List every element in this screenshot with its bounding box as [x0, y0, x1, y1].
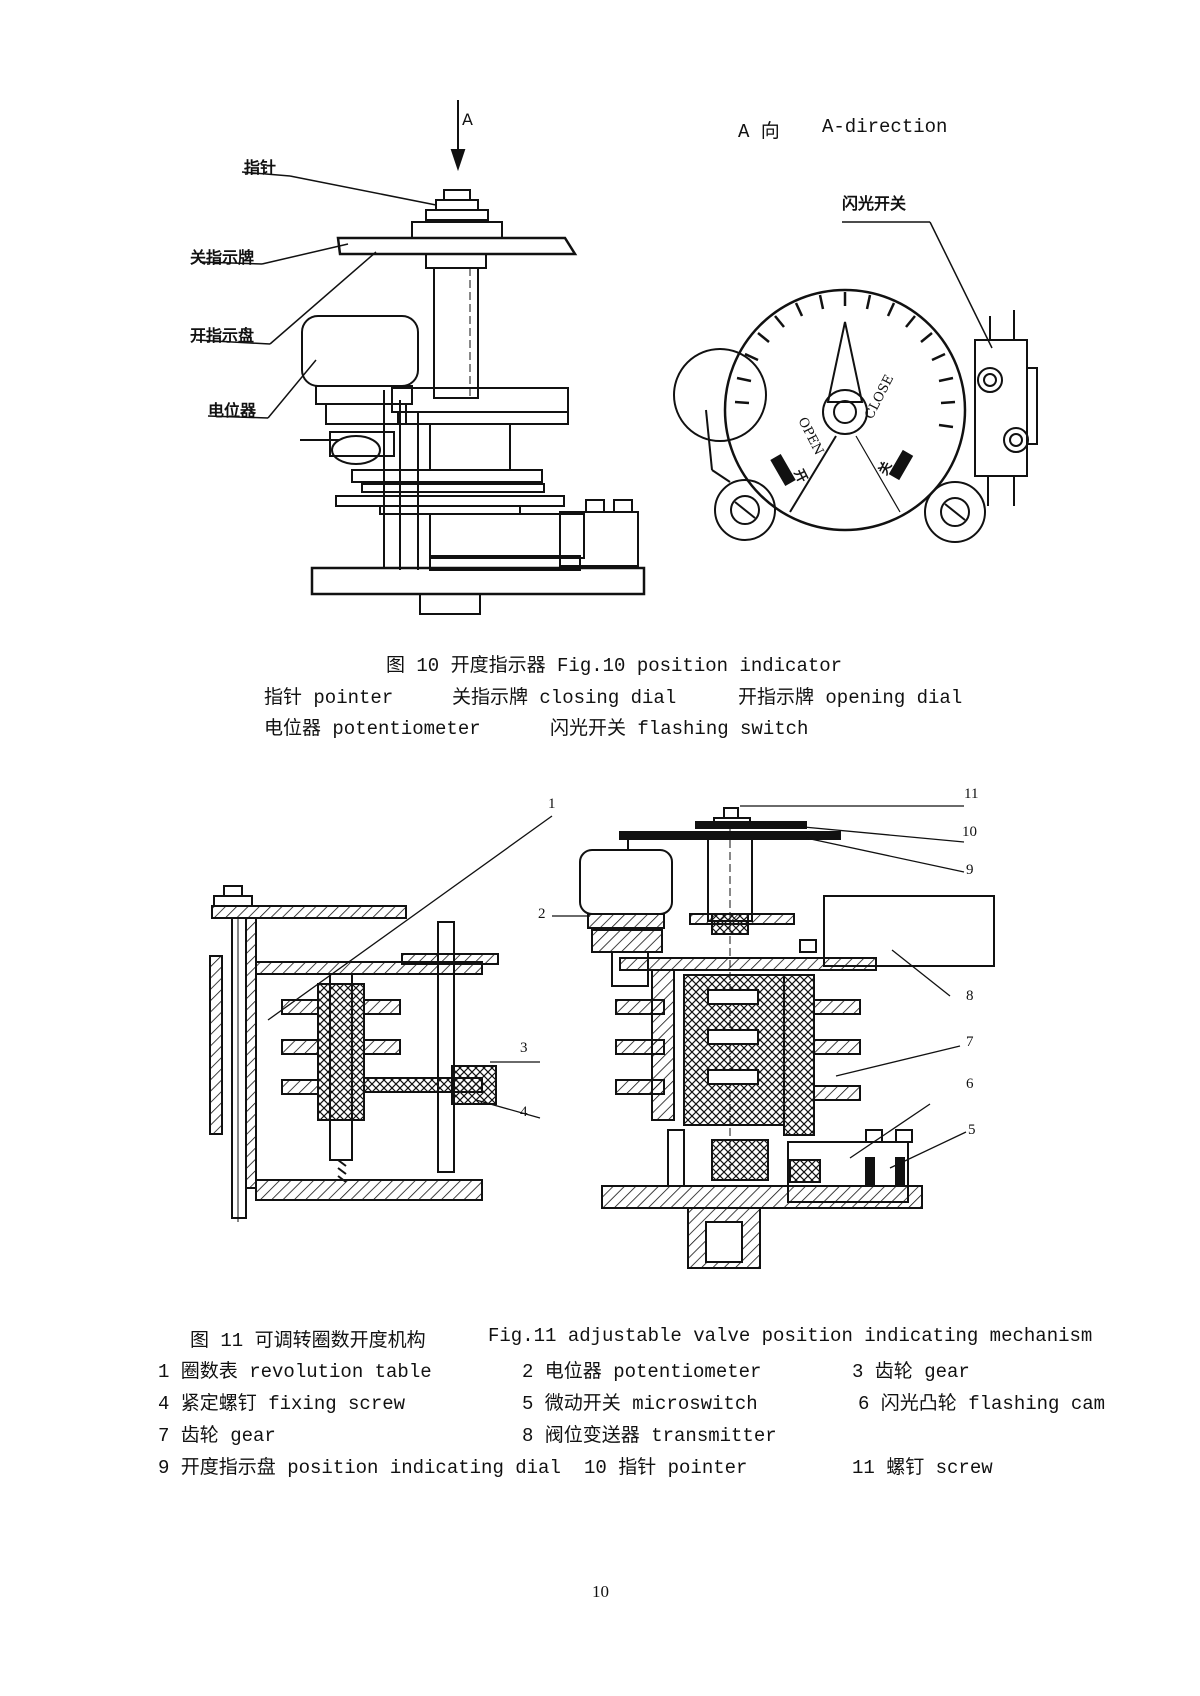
fig11-left-leaders [267, 815, 553, 1119]
callout-4: 4 [520, 1104, 528, 1120]
callout-2: 2 [538, 906, 546, 922]
fig10-legend-opening-dial: 开指示牌 opening dial [738, 687, 963, 709]
fig11-legend-11: 11 螺钉 screw [852, 1457, 993, 1479]
fig11-legend-7: 7 齿轮 gear [158, 1425, 276, 1447]
fig10-a-direction-zh: A 向 [738, 121, 780, 143]
fig11-right-section [579, 807, 995, 1269]
callout-10: 10 [962, 824, 977, 840]
fig10-side-view [300, 100, 646, 615]
dial-close-en: CLOSE [862, 373, 897, 422]
label-closing-dial: 关指示牌 [190, 248, 255, 267]
label-potentiometer: 电位器 [208, 401, 257, 420]
fig11-caption-title-en: Fig.11 adjustable valve position indicat… [488, 1325, 1093, 1347]
fig10-legend-flashing-switch: 闪光开关 flashing switch [550, 718, 809, 740]
fig10-legend-closing-dial: 关指示牌 closing dial [452, 687, 677, 709]
fig10-a-direction-en: A-direction [822, 116, 948, 138]
page-number: 10 [592, 1582, 609, 1601]
fig10-legend-potentiometer: 电位器 potentiometer [264, 718, 481, 740]
dial-open-zh: 开 [790, 467, 809, 485]
label-pointer: 指针 [244, 158, 277, 177]
callout-8: 8 [966, 988, 974, 1004]
fig10-leader-lines [195, 171, 437, 419]
fig10-arrow-a-label: A [462, 110, 473, 129]
callout-11: 11 [964, 786, 979, 802]
callout-1: 1 [548, 796, 556, 812]
fig11-right-leaders [552, 805, 967, 1169]
dial-open-en: OPEN [794, 415, 826, 458]
fig11-legend-3: 3 齿轮 gear [852, 1361, 970, 1383]
label-opening-dial: 开指示盘 [190, 326, 255, 345]
dial-close-zh: 关 [875, 459, 895, 478]
fig11-legend-8: 8 阀位变送器 transmitter [522, 1425, 777, 1447]
fig10-a-direction-view [673, 221, 1038, 543]
fig11-legend-5: 5 微动开关 microswitch [522, 1393, 758, 1415]
fig11-legend-2: 2 电位器 potentiometer [522, 1361, 762, 1383]
fig11-caption-title-zh: 图 11 可调转圈数开度机构 [190, 1330, 426, 1352]
fig11-legend-1: 1 圈数表 revolution table [158, 1361, 432, 1383]
callout-9: 9 [966, 862, 974, 878]
callout-6: 6 [966, 1076, 974, 1092]
fig11-legend-4: 4 紧定螺钉 fixing screw [158, 1393, 406, 1415]
callout-3: 3 [520, 1040, 528, 1056]
fig11-legend-9: 9 开度指示盘 position indicating dial [158, 1457, 561, 1479]
fig11-legend-10: 10 指针 pointer [584, 1457, 748, 1479]
callout-7: 7 [966, 1034, 974, 1050]
label-flashing-switch: 闪光开关 [842, 194, 907, 213]
fig10-legend-pointer: 指针 pointer [264, 687, 394, 709]
fig10-caption-title: 图 10 开度指示器 Fig.10 position indicator [386, 655, 843, 677]
fig11-left-section [209, 885, 499, 1222]
fig11-legend-6: 6 闪光凸轮 flashing cam [858, 1393, 1106, 1415]
callout-5: 5 [968, 1122, 976, 1138]
